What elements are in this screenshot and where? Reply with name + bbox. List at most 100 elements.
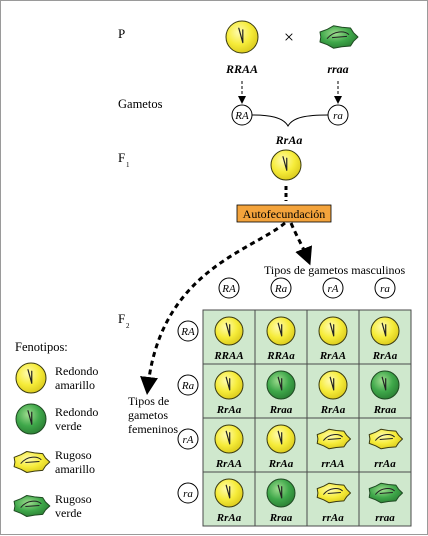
parent2-genotype: rraa [327,62,348,76]
male-gamete: RA [218,277,240,299]
punnett-genotype-label: RrAa [216,512,242,524]
parent1-seed-icon [225,20,259,54]
f1-seed-round-yellow [270,149,302,181]
male-gamete-label: rA [328,283,339,295]
legend-item-line1: Rugoso [55,492,92,506]
punnett-genotype-label: rrAa [374,458,396,470]
parent1-gamete-label: RA [234,110,249,122]
punnett-genotype-label: RrAA [215,458,242,470]
female-gamete-circle [177,320,199,342]
legend-seed-round-green [15,403,47,435]
female-gamete-column: RA Ra rA ra [177,320,199,504]
legend-item-line2: verde [55,506,82,520]
punnett-cell: Rraa [266,478,296,524]
punnett-cell: RRAA [213,316,244,362]
punnett-cell: rraa [368,482,403,524]
female-gamete-circle [177,374,199,396]
punnett-seed-round-yellow [214,316,244,346]
punnett-cell: rrAA [316,428,351,470]
label-f1-subscript: 1 [126,161,130,169]
male-gamete: rA [322,277,344,299]
punnett-cell: Rraa [370,370,400,416]
male-gamete-circle [218,277,240,299]
parent2-seed-icon [319,25,359,49]
label-f2: F [118,311,125,326]
punnett-seed-round-yellow [214,478,244,508]
male-gamete-label: Ra [274,283,288,295]
punnett-seed-wrinkled-yellow [316,482,351,504]
label-f2-subscript: 2 [126,322,130,330]
punnett-genotype-label: Rraa [373,404,397,416]
punnett-seed-round-yellow [318,316,348,346]
male-gamete: Ra [270,277,292,299]
female-gamete: rA [177,428,199,450]
gamete-fusion-bracket [251,114,329,128]
legend-title: Fenotipos: [15,340,68,354]
arrow-to-female-gametes [140,221,286,395]
punnett-seed-round-yellow [370,316,400,346]
punnett-genotype-label: RrAa [320,404,346,416]
male-gamete-row: RA Ra rA ra [218,277,396,299]
punnett-genotype-label: RrAa [372,350,398,362]
female-gamete-label: rA [183,434,194,446]
legend-item-line2: amarillo [55,462,95,476]
label-p: P [118,26,125,41]
phenotype-legend: RedondoamarilloRedondoverdeRugosoamarill… [13,362,98,520]
parent1-seed-round-yellow [225,20,259,54]
female-gamete: ra [177,482,199,504]
punnett-seed-round-yellow [214,370,244,400]
punnett-genotype-label: RRAA [213,350,243,362]
punnett-genotype-label: Rraa [269,404,293,416]
punnett-cell: RrAa [318,370,348,416]
punnett-seed-round-yellow [318,370,348,400]
punnett-seed-round-yellow [214,424,244,454]
male-gamete-label: RA [221,283,236,295]
cross-symbol: × [284,27,294,47]
punnett-cell: RRAa [266,316,296,362]
punnett-genotype-label: Rraa [269,512,293,524]
legend-item-line2: amarillo [55,378,95,392]
legend-seed-round-yellow [15,362,47,394]
female-gamete: RA [177,320,199,342]
legend-seed-wrinkled-green [13,495,51,517]
punnett-seed-wrinkled-green [368,482,403,504]
legend-seed-wrinkled-yellow [13,451,51,473]
male-gamete-label: ra [380,283,390,295]
punnett-seed-wrinkled-yellow [368,428,403,450]
f1-seed-icon [270,149,302,181]
punnett-genotype-label: RRAa [266,350,295,362]
parent1-genotype: RRAA [225,62,258,76]
punnett-genotype-label: rrAA [321,458,344,470]
punnett-cell: RrAa [370,316,400,362]
legend-item-line1: Redondo [55,405,98,419]
punnett-genotype-label: rrAa [322,512,344,524]
female-gamete: Ra [177,374,199,396]
punnett-seed-wrinkled-yellow [316,428,351,450]
punnett-genotype-label: RrAA [319,350,346,362]
legend-item-line1: Rugoso [55,448,92,462]
punnett-cell: rrAa [316,482,351,524]
punnett-seed-round-green [266,370,296,400]
punnett-cell: rrAa [368,428,403,470]
female-gamete-circle [177,428,199,450]
female-gamete-label: Ra [181,380,195,392]
punnett-seed-round-green [370,370,400,400]
male-gamete-circle [374,277,396,299]
female-gametes-line2: gametos [128,408,168,422]
female-gamete-label: RA [180,326,195,338]
parent2-seed-wrinkled-green [319,25,359,49]
f1-genotype: RrAa [275,133,303,147]
male-gamete-circle [322,277,344,299]
female-gametes-line3: femeninos [128,422,178,436]
label-gametos: Gametos [118,97,163,111]
female-gamete-circle [177,482,199,504]
punnett-cell: RrAA [318,316,348,362]
punnett-seed-round-green [266,478,296,508]
